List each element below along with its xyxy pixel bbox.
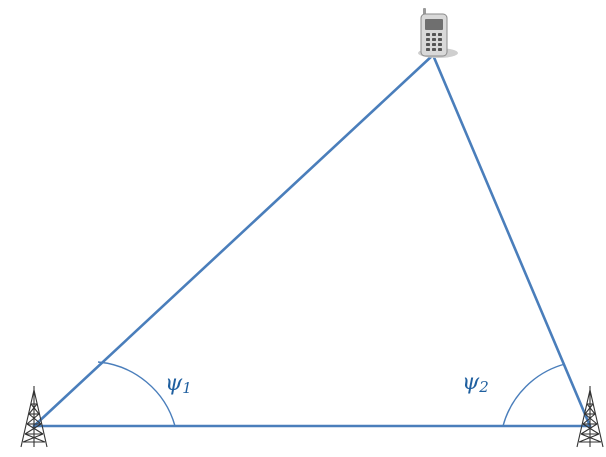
angle-subscript-1: 1 (182, 379, 192, 397)
angle-subscript-2: 2 (478, 378, 489, 396)
right-edge (431, 53, 592, 428)
mobile-phone-icon (418, 8, 458, 58)
angle-arc-1 (97, 361, 176, 427)
angle-label-1: ψ1 (165, 371, 192, 397)
left-edge (32, 53, 435, 428)
angle-symbol-1: ψ (165, 371, 183, 396)
angle-arc-2 (502, 363, 566, 427)
cell-tower-icon (576, 386, 604, 448)
angle-symbol-2: ψ (462, 370, 480, 395)
angle-label-2: ψ2 (462, 370, 489, 396)
cell-tower-icon (20, 386, 48, 448)
